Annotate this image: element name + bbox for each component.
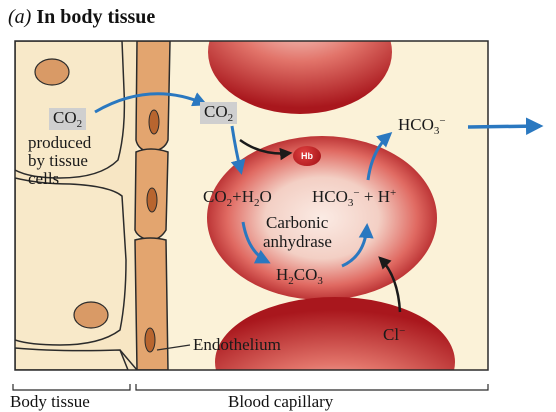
co2-entry-arrow (230, 125, 246, 175)
co2-subscript: 2 (227, 112, 234, 124)
eq-co2: CO (203, 187, 227, 206)
eq-hco3: HCO (312, 187, 348, 206)
co2-text: CO (204, 102, 228, 121)
eq-plus: + (232, 187, 242, 206)
produced-line-1: produced (28, 133, 92, 152)
red-blood-cell-bottom (215, 297, 455, 370)
reaction-equation: CO2+H2O (203, 187, 272, 210)
tissue-cell (15, 347, 129, 370)
chloride-shift-arrow (378, 256, 402, 313)
eq-h2o-subscript: 2 (254, 197, 260, 209)
h2co3-subscript-2: 3 (317, 275, 323, 287)
bracket-body-tissue (12, 384, 131, 391)
hco3-subscript: 3 (433, 125, 440, 137)
co2-plasma-label: CO2 (200, 102, 238, 124)
eq-co2-subscript: 2 (226, 197, 233, 209)
reaction-products: HCO3− + H+ (312, 187, 397, 209)
eq-plus: + (363, 187, 374, 206)
diagram-frame (14, 40, 489, 371)
eq-h-charge: + (390, 187, 397, 199)
co2-text: CO (53, 108, 77, 127)
eq-h2o-o: O (259, 187, 272, 206)
endothelium-label: Endothelium (193, 335, 281, 354)
panel-heading: In body tissue (36, 6, 156, 28)
cell-nucleus (34, 58, 70, 86)
chloride-label: Cl− (383, 325, 406, 346)
hco3-text: HCO (398, 115, 434, 134)
outflow-arrow (467, 117, 544, 135)
endothelium-leader-line (156, 344, 191, 351)
hydration-arrow (241, 221, 271, 264)
h2co3-co: CO (293, 265, 318, 284)
red-blood-cell-top (208, 41, 392, 114)
h2co3-subscript-1: 2 (288, 275, 294, 287)
co2-subscript: 2 (76, 118, 83, 130)
enzyme-label-line-2: anhydrase (263, 232, 332, 251)
hco3-charge: − (439, 115, 446, 127)
diffusion-arrow (94, 92, 208, 114)
eq-h2o-h: H (241, 187, 254, 206)
cell-nucleus (73, 301, 109, 329)
bracket-blood-capillary (135, 384, 489, 391)
body-tissue-label: Body tissue (10, 392, 90, 411)
tissue-cell (15, 177, 127, 346)
bicarbonate-plasma-label: HCO3− (398, 115, 446, 137)
hemoglobin-badge: Hb (293, 146, 321, 166)
panel-part-label: (a) (8, 6, 32, 28)
carbonic-acid-label: H2CO3 (276, 265, 323, 288)
cell-boundary (119, 349, 138, 370)
panel-title: (a) In body tissue (8, 6, 155, 29)
dissociation-arrow (341, 223, 374, 268)
diagram: (a) In body tissue CO2 produced by tissu… (8, 6, 544, 411)
diagram-canvas (12, 40, 544, 391)
blood-capillary-label: Blood capillary (228, 392, 334, 411)
bicarbonate-exit-arrow (366, 132, 393, 181)
produced-line-3: cells (28, 169, 60, 188)
endothelial-nucleus (146, 187, 158, 213)
eq-hco3-subscript: 3 (347, 197, 354, 209)
hb-binding-arrow (239, 138, 293, 161)
eq-hco3-charge: − (353, 187, 360, 199)
eq-h: H (377, 187, 390, 206)
cl-text: Cl (383, 325, 400, 344)
endothelial-nucleus (144, 327, 156, 353)
h2co3-h: H (276, 265, 289, 284)
enzyme-label-line-1: Carbonic (266, 213, 329, 232)
co2-tissue-label: CO2 (49, 108, 87, 130)
produced-line-2: by tissue (28, 151, 88, 170)
cl-charge: − (399, 325, 406, 337)
endothelial-nucleus (148, 109, 160, 135)
